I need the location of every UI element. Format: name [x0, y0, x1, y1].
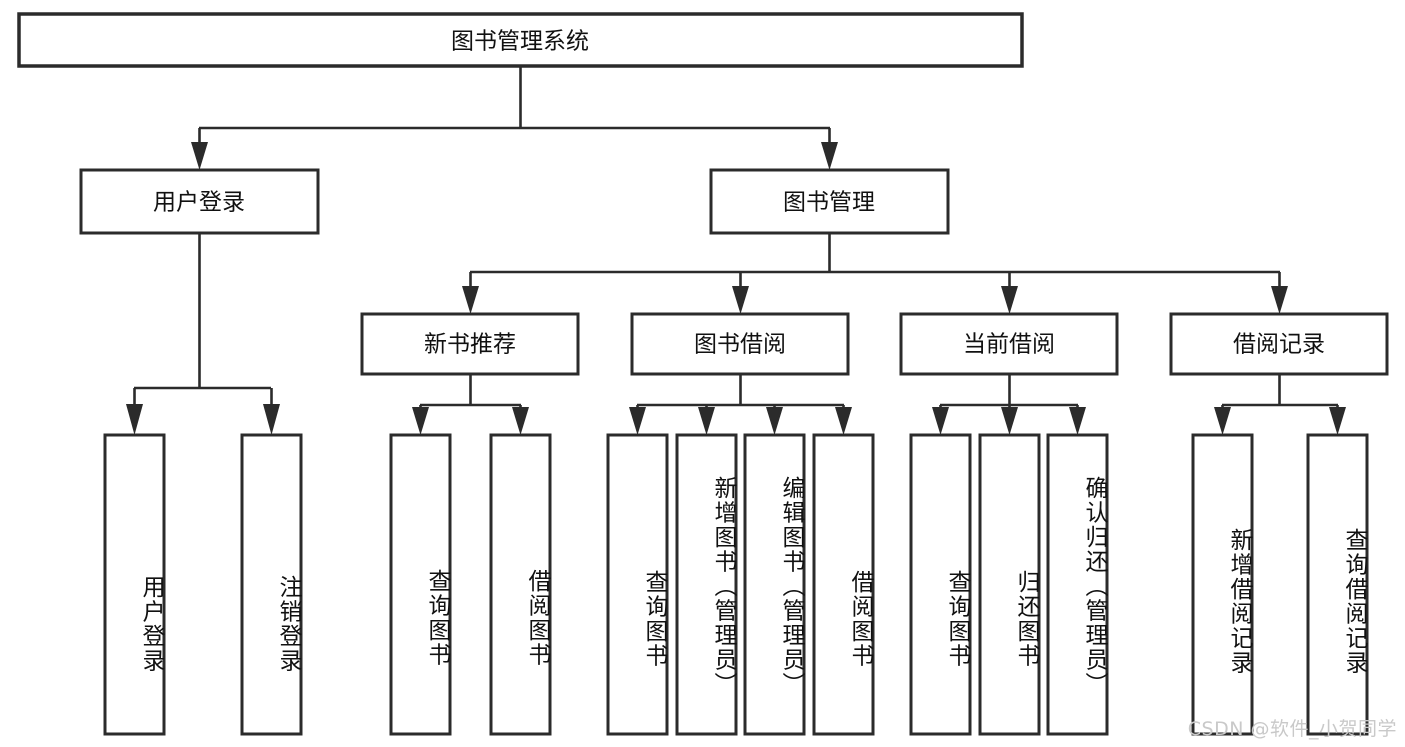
node-box-leaf-current-borrow-2[interactable]: [1046, 433, 1109, 736]
node-box-leaf-new-book-1[interactable]: [489, 433, 552, 736]
connector-group-book-borrow: [629, 374, 852, 435]
watermark-text: CSDN @软件_小贺同学: [1187, 718, 1397, 740]
node-box-leaf-book-borrow-1[interactable]: [675, 433, 738, 736]
arrowhead-user-login: [191, 142, 208, 170]
node-box-leaf-user-login-0[interactable]: [103, 433, 166, 736]
arrowhead-br-leaf-1: [1214, 407, 1231, 435]
node-box-user-login[interactable]: [79, 168, 320, 235]
node-box-leaf-new-book-0[interactable]: [389, 433, 452, 736]
arrowhead-new-book: [462, 286, 479, 314]
node-box-leaf-borrow-record-1[interactable]: [1306, 433, 1369, 736]
arrowhead-cb-leaf-3: [1069, 407, 1086, 435]
connector-group-user-login: [126, 233, 280, 435]
node-box-book-borrow[interactable]: [630, 312, 850, 376]
node-box-leaf-book-borrow-3[interactable]: [812, 433, 875, 736]
node-box-root[interactable]: [17, 12, 1024, 68]
arrowhead-nb-leaf-2: [512, 407, 529, 435]
arrowhead-cb-leaf-2: [1001, 407, 1018, 435]
arrowhead-bb-leaf-1: [629, 407, 646, 435]
node-box-leaf-current-borrow-1[interactable]: [978, 433, 1041, 736]
arrowhead-bb-leaf-2: [698, 407, 715, 435]
node-box-new-book-recommend[interactable]: [360, 312, 580, 376]
node-box-borrow-record[interactable]: [1169, 312, 1389, 376]
node-box-book-management[interactable]: [709, 168, 950, 235]
arrowhead-current-borrow: [1001, 286, 1018, 314]
arrowhead-cb-leaf-1: [932, 407, 949, 435]
arrowhead-borrow-record: [1271, 286, 1288, 314]
connector-group-current-borrow: [932, 374, 1086, 435]
label-new-book-recommend: 新书推荐: [424, 332, 516, 358]
label-user-login: 用户登录: [153, 190, 245, 216]
label-book-management: 图书管理: [783, 190, 875, 216]
connector-group-root: [191, 66, 838, 170]
arrowhead-bb-leaf-3: [766, 407, 783, 435]
arrowhead-book-mgmt: [821, 142, 838, 170]
node-box-current-borrow[interactable]: [899, 312, 1119, 376]
arrowhead-nb-leaf-1: [412, 407, 429, 435]
node-box-leaf-current-borrow-0[interactable]: [909, 433, 972, 736]
connector-group-borrow-record: [1214, 374, 1346, 435]
node-box-leaf-book-borrow-0[interactable]: [606, 433, 669, 736]
arrowhead-leaf-user-login: [126, 404, 143, 435]
node-box-leaf-user-login-1[interactable]: [240, 433, 303, 736]
label-root: 图书管理系统: [451, 29, 589, 55]
node-box-leaf-book-borrow-2[interactable]: [743, 433, 806, 736]
connector-group-book-mgmt: [462, 233, 1288, 314]
label-book-borrow: 图书借阅: [694, 332, 786, 358]
label-current-borrow: 当前借阅: [963, 332, 1055, 358]
node-box-leaf-borrow-record-0[interactable]: [1191, 433, 1254, 736]
arrowhead-br-leaf-2: [1329, 407, 1346, 435]
arrowhead-bb-leaf-4: [835, 407, 852, 435]
label-borrow-record: 借阅记录: [1233, 332, 1325, 358]
connector-group-new-book: [412, 374, 529, 435]
arrowhead-book-borrow: [732, 286, 749, 314]
arrowhead-leaf-logout: [263, 404, 280, 435]
